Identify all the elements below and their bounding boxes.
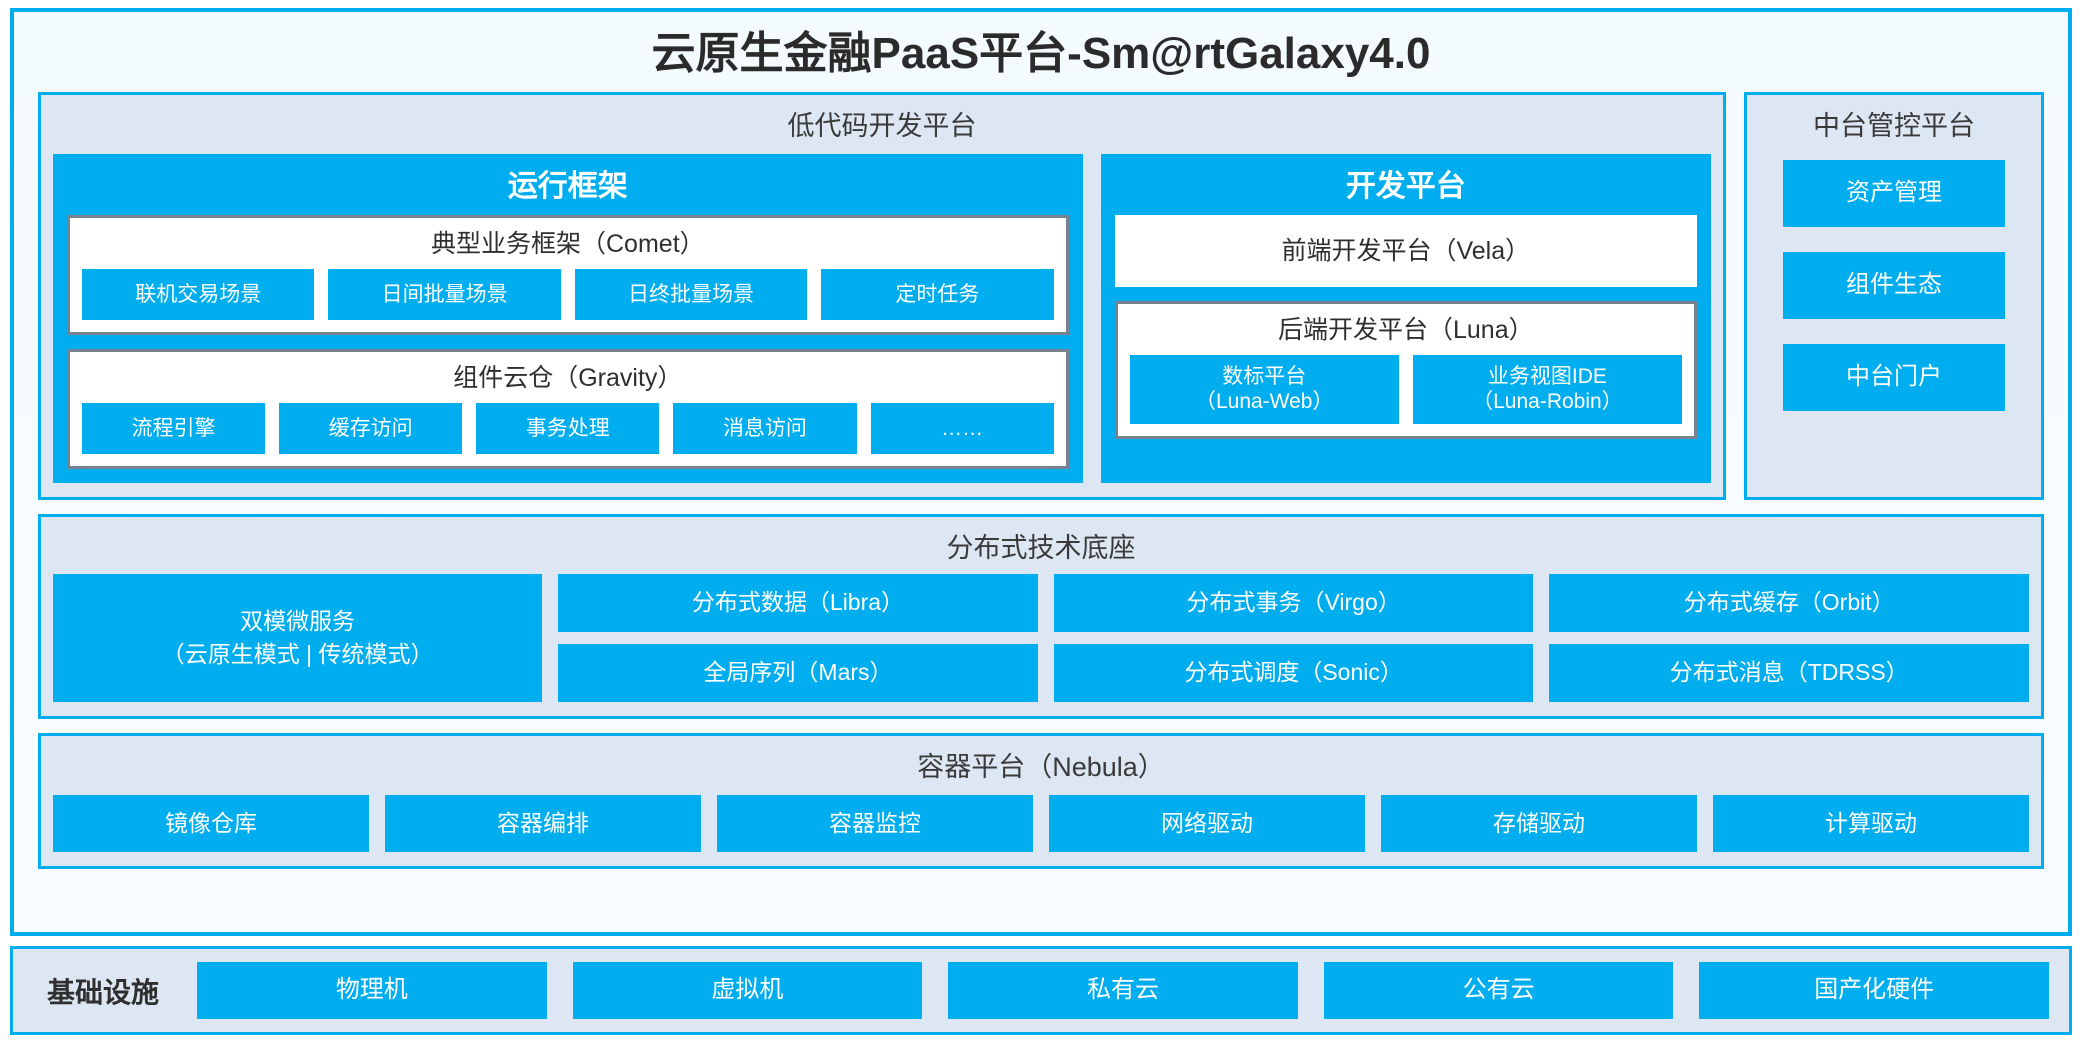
techbase-grid: 双模微服务 （云原生模式 | 传统模式） 分布式数据（Libra） 全局序列（M… [53, 574, 2030, 702]
backend-item-luna-robin[interactable]: 业务视图IDE （Luna-Robin） [1412, 355, 1683, 424]
techbase-column-2: 分布式事务（Virgo） 分布式调度（Sonic） [1053, 574, 1534, 702]
techbase-column-1: 分布式数据（Libra） 全局序列（Mars） [558, 574, 1038, 702]
gravity-chip-row: 流程引擎 缓存访问 事务处理 消息访问 …… [82, 403, 1054, 455]
comet-item[interactable]: 日间批量场景 [328, 269, 561, 321]
comet-item[interactable]: 日终批量场景 [574, 269, 808, 321]
container-item-orchestration[interactable]: 容器编排 [385, 794, 701, 853]
dev-platform-title: 开发平台 [1345, 170, 1466, 204]
comet-item[interactable]: 定时任务 [821, 269, 1054, 321]
backend-item-name: 数标平台 [1222, 365, 1307, 389]
container-item-image-repo[interactable]: 镜像仓库 [53, 794, 369, 853]
tech-cell-libra[interactable]: 分布式数据（Libra） [558, 574, 1038, 632]
frontend-platform-bar[interactable]: 前端开发平台（Vela） [1114, 215, 1697, 288]
infra-item-domestic-hardware[interactable]: 国产化硬件 [1699, 962, 2049, 1019]
techbase-title: 分布式技术底座 [946, 533, 1136, 564]
infra-item-public-cloud[interactable]: 公有云 [1323, 962, 1674, 1019]
runtime-framework-title: 运行框架 [507, 170, 628, 204]
container-platform-title: 容器平台（Nebula） [917, 751, 1165, 782]
platform-main-frame: 云原生金融PaaS平台-Sm@rtGalaxy4.0 低代码开发平台 运行框架 … [10, 8, 2072, 937]
techbase-column-3: 分布式缓存（Orbit） 分布式消息（TDRSS） [1549, 574, 2030, 702]
microservice-line1: 双模微服务 [240, 607, 356, 634]
page-title: 云原生金融PaaS平台-Sm@rtGalaxy4.0 [651, 29, 1431, 78]
backend-item-luna-web[interactable]: 数标平台 （Luna-Web） [1129, 355, 1399, 424]
backend-chip-row: 数标平台 （Luna-Web） 业务视图IDE （Luna-Robin） [1129, 355, 1683, 424]
infra-item-physical[interactable]: 物理机 [197, 962, 547, 1019]
gravity-item[interactable]: 消息访问 [673, 403, 857, 455]
microservice-line2: （云原生模式 | 传统模式） [161, 640, 434, 667]
gravity-title: 组件云仓（Gravity） [453, 364, 683, 393]
infrastructure-cells: 物理机 虚拟机 私有云 公有云 国产化硬件 [197, 962, 2049, 1019]
gravity-item[interactable]: 缓存访问 [279, 403, 463, 455]
container-platform-row: 镜像仓库 容器编排 容器监控 网络驱动 存储驱动 计算驱动 [53, 794, 2029, 853]
backend-item-code: （Luna-Robin） [1472, 390, 1623, 414]
backend-item-code: （Luna-Web） [1194, 390, 1334, 414]
tech-cell-mars[interactable]: 全局序列（Mars） [558, 643, 1038, 702]
mgmt-platform-title: 中台管控平台 [1813, 111, 1975, 142]
microservice-column: 双模微服务 （云原生模式 | 传统模式） [53, 574, 543, 702]
runtime-framework-card: 运行框架 典型业务框架（Comet） 联机交易场景 日间批量场景 日终批量场景 … [53, 154, 1083, 484]
gravity-item[interactable]: 流程引擎 [82, 403, 266, 455]
comet-item[interactable]: 联机交易场景 [82, 269, 315, 321]
dev-platform-card: 开发平台 前端开发平台（Vela） 后端开发平台（Luna） 数标平台 （Lun… [1100, 154, 1711, 484]
mgmt-item-asset[interactable]: 资产管理 [1783, 160, 2005, 228]
infrastructure-label: 基础设施 [47, 976, 160, 1008]
tech-cell-orbit[interactable]: 分布式缓存（Orbit） [1549, 574, 2030, 632]
comet-title: 典型业务框架（Comet） [431, 230, 705, 259]
infrastructure-bar: 基础设施 物理机 虚拟机 私有云 公有云 国产化硬件 [10, 946, 2072, 1035]
container-item-compute-driver[interactable]: 计算驱动 [1713, 794, 2029, 853]
lowcode-platform-panel: 低代码开发平台 运行框架 典型业务框架（Comet） 联机交易场景 日间批量场景… [38, 92, 1726, 501]
microservice-cell[interactable]: 双模微服务 （云原生模式 | 传统模式） [53, 574, 543, 702]
tech-cell-sonic[interactable]: 分布式调度（Sonic） [1053, 643, 1534, 702]
techbase-panel: 分布式技术底座 双模微服务 （云原生模式 | 传统模式） 分布式数据（Libra… [38, 514, 2044, 719]
container-item-storage-driver[interactable]: 存储驱动 [1381, 794, 1697, 853]
backend-platform-title: 后端开发平台（Luna） [1278, 316, 1534, 345]
comet-chip-row: 联机交易场景 日间批量场景 日终批量场景 定时任务 [82, 269, 1054, 321]
container-item-monitoring[interactable]: 容器监控 [717, 794, 1033, 853]
tech-cell-tdrss[interactable]: 分布式消息（TDRSS） [1549, 643, 2030, 702]
gravity-item-more[interactable]: …… [870, 403, 1054, 455]
tech-cell-virgo[interactable]: 分布式事务（Virgo） [1053, 574, 1534, 632]
infra-item-private-cloud[interactable]: 私有云 [948, 962, 1298, 1019]
container-platform-panel: 容器平台（Nebula） 镜像仓库 容器编排 容器监控 网络驱动 存储驱动 计算… [38, 732, 2044, 870]
mgmt-item-component[interactable]: 组件生态 [1783, 252, 2005, 320]
lowcode-inner: 运行框架 典型业务框架（Comet） 联机交易场景 日间批量场景 日终批量场景 … [53, 154, 1711, 484]
container-item-network-driver[interactable]: 网络驱动 [1049, 794, 1365, 853]
backend-item-name: 业务视图IDE [1487, 365, 1607, 389]
mgmt-platform-panel: 中台管控平台 资产管理 组件生态 中台门户 [1744, 92, 2044, 501]
mgmt-item-portal[interactable]: 中台门户 [1783, 344, 2005, 411]
gravity-box: 组件云仓（Gravity） 流程引擎 缓存访问 事务处理 消息访问 …… [67, 349, 1069, 470]
top-row: 低代码开发平台 运行框架 典型业务框架（Comet） 联机交易场景 日间批量场景… [38, 92, 2044, 501]
gravity-item[interactable]: 事务处理 [476, 403, 660, 455]
backend-platform-box: 后端开发平台（Luna） 数标平台 （Luna-Web） 业务视图IDE （Lu… [1114, 301, 1697, 439]
lowcode-platform-title: 低代码开发平台 [787, 111, 977, 142]
infra-item-virtual[interactable]: 虚拟机 [572, 962, 923, 1019]
comet-box: 典型业务框架（Comet） 联机交易场景 日间批量场景 日终批量场景 定时任务 [67, 215, 1069, 336]
